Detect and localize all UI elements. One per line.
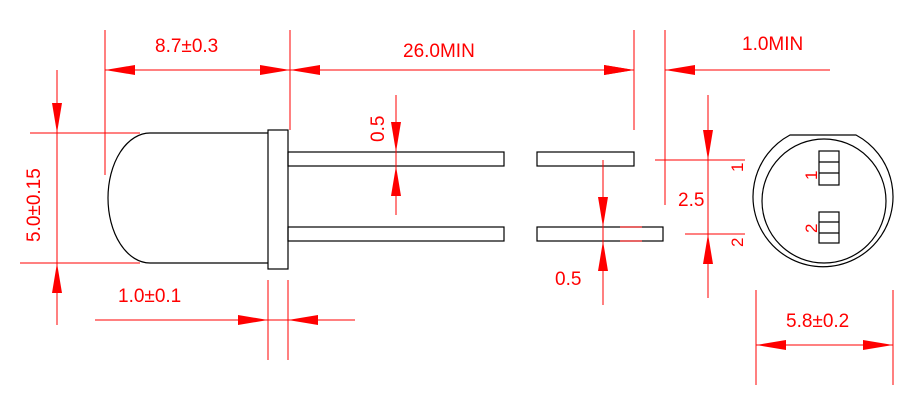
label-pin2-side: 2	[728, 238, 747, 247]
dimension-lines	[20, 30, 894, 385]
led-side-view	[107, 129, 664, 270]
led-flange	[267, 129, 289, 270]
label-body-diameter: 5.0±0.15	[24, 168, 45, 242]
label-pin2-end: 2	[802, 224, 821, 233]
label-lead-width: 0.5	[368, 116, 389, 142]
label-lead-spacing: 2.5	[678, 190, 704, 211]
led-dome	[107, 132, 270, 264]
dimension-labels: 8.7±0.3 26.0MIN 1.0MIN 5.0±0.15 0.5 1.0±…	[24, 34, 849, 332]
label-lead-length: 26.0MIN	[403, 41, 475, 62]
label-lead-thickness: 0.5	[555, 269, 581, 290]
lead-lower-right	[536, 226, 664, 242]
pin2-pad	[818, 211, 840, 244]
dimension-arrows	[52, 65, 893, 350]
lead-upper-right	[536, 151, 635, 167]
label-lead-end: 1.0MIN	[742, 34, 803, 55]
label-body-length: 8.7±0.3	[155, 36, 218, 57]
lead-lower-left	[287, 226, 505, 242]
label-pin1-end: 1	[802, 171, 821, 180]
label-flange-thickness: 1.0±0.1	[118, 286, 181, 307]
end-view-body-circle	[761, 138, 887, 264]
end-view-flange-outline	[752, 134, 894, 268]
led-end-view	[752, 134, 894, 268]
label-pin1-side: 1	[728, 163, 747, 172]
pin1-pad	[818, 150, 840, 186]
label-flange-diameter: 5.8±0.2	[786, 311, 849, 332]
